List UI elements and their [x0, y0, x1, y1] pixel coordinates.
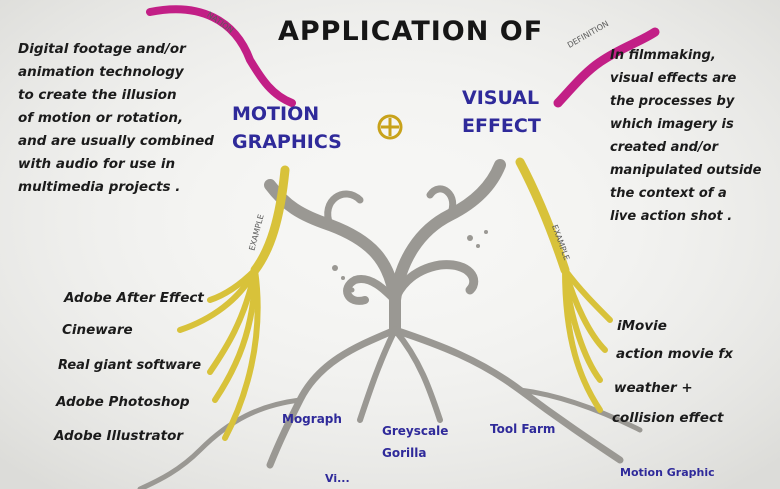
definition-line: and are usually combined — [18, 130, 248, 153]
definition-line: visual effects are — [610, 67, 780, 90]
definition-line: created and/or — [610, 136, 780, 159]
visual-effect-definition: In filmmaking, visual effects are the pr… — [610, 44, 780, 228]
definition-line: multimedia projects . — [18, 176, 248, 199]
branch-label: Motion Graphic — [620, 466, 715, 479]
branch-label: Tool Farm — [490, 422, 555, 436]
example-item: Cineware — [62, 322, 133, 338]
definition-line: the processes by — [610, 90, 780, 113]
example-item: collision effect — [612, 410, 723, 426]
example-item: weather + — [614, 380, 693, 396]
branch-label-partial: Vi... — [325, 472, 350, 485]
branch-label: Greyscale Gorilla — [382, 420, 462, 464]
branch-label: Mograph — [282, 412, 342, 426]
definition-line: the context of a — [610, 182, 780, 205]
example-item: Adobe Illustrator — [54, 428, 183, 444]
example-item: Real giant software — [58, 358, 201, 373]
definition-line: of motion or rotation, — [18, 107, 248, 130]
topic-visual-effect: VISUAL EFFECT — [462, 84, 562, 140]
definition-line: manipulated outside — [610, 159, 780, 182]
example-item: action movie fx — [616, 346, 733, 362]
example-item: Adobe Photoshop — [56, 394, 190, 410]
example-item: iMovie — [617, 318, 667, 334]
definition-line: to create the illusion — [18, 84, 248, 107]
definition-line: with audio for use in — [18, 153, 248, 176]
definition-line: Digital footage and/or — [18, 38, 248, 61]
definition-line: which imagery is — [610, 113, 780, 136]
connector-plus-symbol — [379, 116, 401, 138]
page-title: APPLICATION OF — [278, 16, 543, 47]
motion-graphics-definition: Digital footage and/or animation technol… — [18, 38, 248, 199]
topic-motion-graphics: MOTION GRAPHICS — [232, 100, 352, 156]
definition-line: In filmmaking, — [610, 44, 780, 67]
example-item: Adobe After Effect — [64, 290, 204, 306]
definition-line: animation technology — [18, 61, 248, 84]
definition-line: live action shot . — [610, 205, 780, 228]
